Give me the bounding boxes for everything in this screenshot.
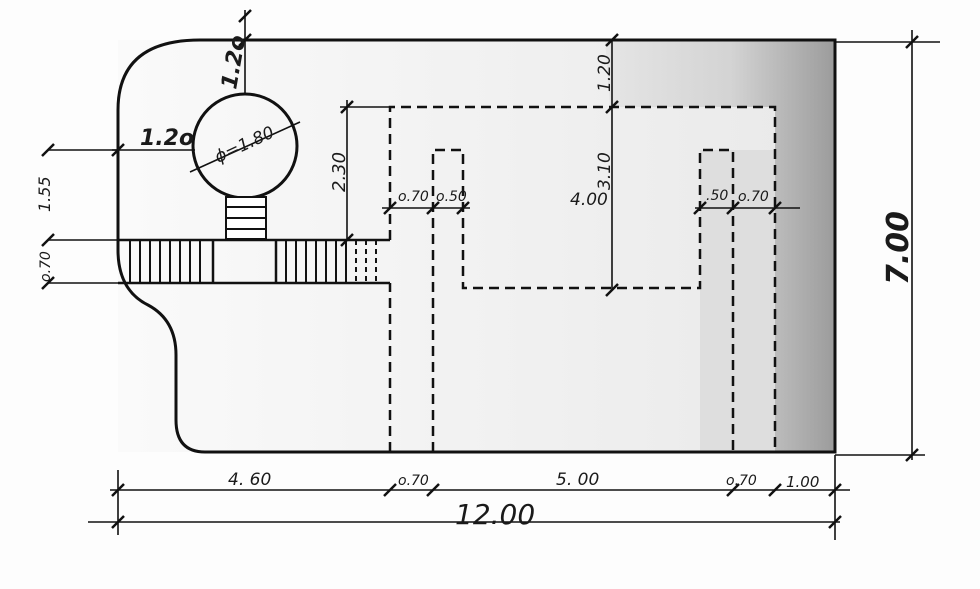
shaded-strip: [700, 150, 775, 452]
plot-outline: [116, 38, 837, 454]
hatch-lines: [129, 240, 377, 283]
dim-total-width: 12.00: [455, 498, 535, 531]
dim-bottom-wall-left: ο.70: [398, 473, 429, 489]
dim-top-gap: 1.20: [595, 54, 615, 92]
dashed-building: [388, 105, 777, 452]
dim-bottom-left: 4. 60: [228, 470, 271, 490]
dim-inner-width: 4.00: [570, 190, 608, 210]
dim-bottom-mid: 5. 00: [556, 470, 599, 490]
dim-wall-right: ο.70: [738, 189, 769, 205]
dim-total-height: 7.00: [881, 211, 916, 285]
dim-wall-left: ο.70: [398, 189, 429, 205]
hatched-band: [118, 238, 390, 285]
dimension-lines: [48, 10, 940, 540]
circle-steps: [225, 196, 267, 240]
dimension-ticks: [41, 9, 919, 529]
dim-left-upper: 1.55: [35, 176, 54, 212]
dim-inner-depth: 3.10: [595, 152, 615, 190]
dim-bottom-wall-right: ο.70: [726, 473, 757, 489]
dim-left-lower: ο.70: [38, 251, 54, 282]
dim-col-right: .50: [706, 188, 728, 204]
dim-bottom-right: 1.00: [786, 473, 819, 491]
shaded-zone: [605, 40, 835, 452]
dim-left-offset: 1.2o: [140, 126, 194, 151]
dim-col-left: ο.50: [436, 189, 467, 205]
dim-depth-230: 2.30: [329, 152, 350, 192]
